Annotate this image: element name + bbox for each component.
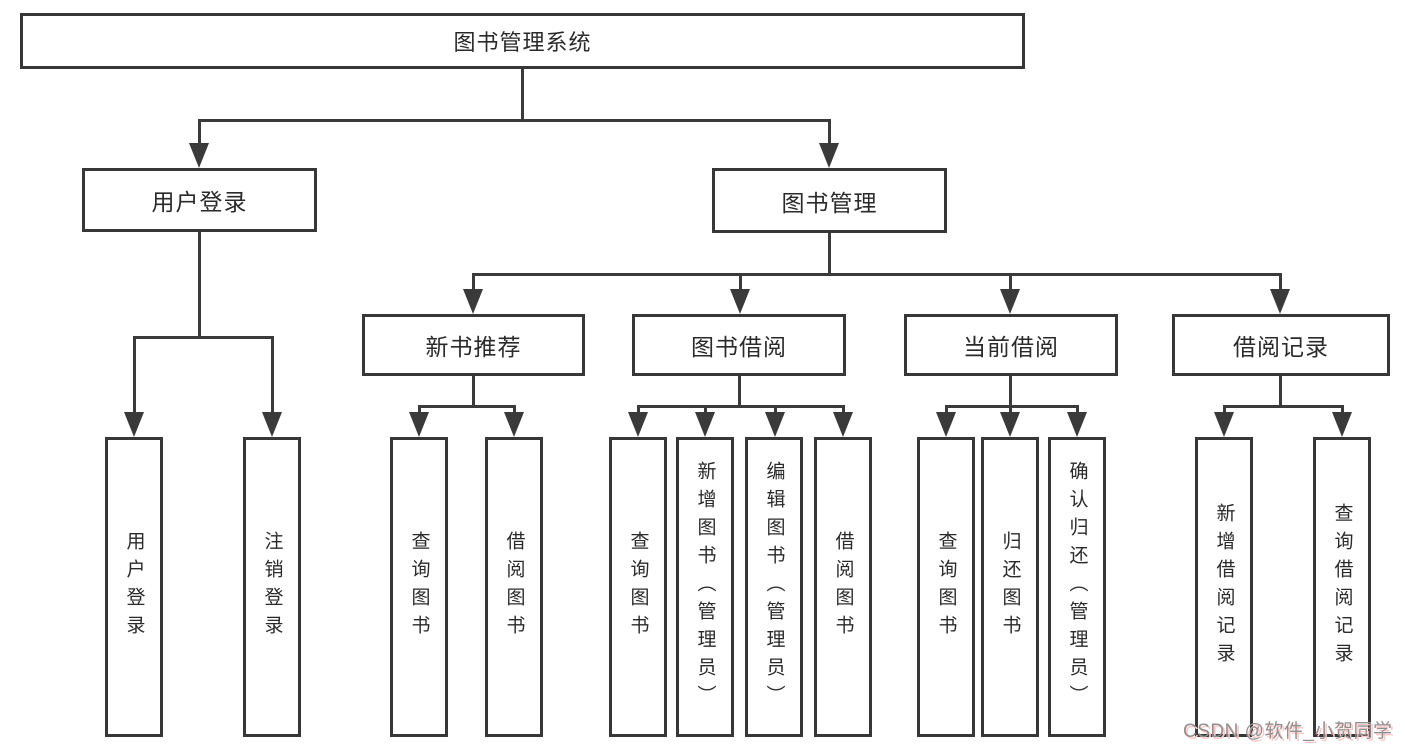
arrowhead-leaf-user-login [124,412,144,437]
connector-book-borrow-stem [738,376,741,408]
connector-leaf-add-book-drop [704,405,707,417]
node-borrowing-records: 借阅记录 [1172,314,1390,376]
leaf-user-login: 用户登录 [105,437,163,737]
connector-new-book-drop [472,273,475,295]
connector-leaf-borrow2-drop [842,405,845,417]
connector-new-book-rail [418,405,516,408]
leaf-logout: 注销登录 [243,437,301,737]
leaf-add-book-admin-label: 新增图书（管理员） [694,461,716,713]
leaf-edit-book-admin-label: 编辑图书（管理员） [763,461,785,713]
leaf-add-book-admin: 新增图书（管理员） [676,437,734,737]
leaf-query-books-recommend: 查询图书 [390,437,448,737]
arrowhead-book-borrow [730,289,750,314]
arrowhead-user-login [189,143,209,168]
connector-leaf-query2-drop [637,405,640,417]
connector-leaf-return-drop [1009,405,1012,417]
arrowhead-borrow-records [1270,289,1290,314]
leaf-borrow-books-recommend-label: 借阅图书 [503,531,525,643]
arrowhead-leaf-confirm-return [1067,412,1087,437]
arrowhead-leaf-borrow2 [833,412,853,437]
leaf-confirm-return-admin-label: 确认归还（管理员） [1066,461,1088,713]
arrowhead-leaf-borrow1 [504,412,524,437]
connector-borrow-records-stem [1279,376,1282,408]
connector-user-login-rail [133,336,274,339]
connector-book-borrow-drop [739,273,742,295]
connector-leaf-borrow1-drop [513,405,516,417]
arrowhead-leaf-logout [262,412,282,437]
arrowhead-current-borrow [1000,289,1020,314]
leaf-query-borrow-record-label: 查询借阅记录 [1331,503,1353,671]
leaf-logout-label: 注销登录 [261,531,283,643]
leaf-query-books-current: 查询图书 [917,437,975,737]
leaf-borrow-books-recommend: 借阅图书 [485,437,543,737]
leaf-query-books-current-label: 查询图书 [935,531,957,643]
leaf-query-borrow-record: 查询借阅记录 [1313,437,1371,737]
connector-leaf-confirm-return-drop [1076,405,1079,417]
leaf-query-books-recommend-label: 查询图书 [408,531,430,643]
connector-book-mgmt-rail [472,273,1282,276]
arrowhead-leaf-edit-book [765,412,785,437]
connector-borrow-records-drop [1279,273,1282,295]
arrowhead-book-mgmt [819,143,839,168]
node-new-book-recommend: 新书推荐 [362,314,585,376]
connector-book-mgmt-drop [828,119,831,151]
connector-current-borrow-stem [1009,376,1012,408]
connector-leaf-query1-drop [418,405,421,417]
leaf-user-login-label: 用户登录 [123,531,145,643]
arrowhead-leaf-query2 [628,412,648,437]
leaf-add-borrow-record: 新增借阅记录 [1195,437,1253,737]
arrowhead-leaf-add-record [1214,412,1234,437]
leaf-return-books-label: 归还图书 [999,531,1021,643]
connector-current-borrow-rail [945,405,1079,408]
leaf-borrow-books-borrowing-label: 借阅图书 [832,531,854,643]
connector-leaf-logout-drop [271,336,274,416]
connector-user-login-stem [198,232,201,339]
leaf-borrow-books-borrowing: 借阅图书 [814,437,872,737]
arrowhead-leaf-query-record [1332,412,1352,437]
arrowhead-leaf-add-book [695,412,715,437]
arrowhead-new-book [463,289,483,314]
connector-user-login-drop [198,119,201,151]
connector-borrow-records-rail [1223,405,1344,408]
node-library-management-system: 图书管理系统 [20,13,1025,69]
connector-new-book-stem [472,376,475,408]
csdn-watermark: CSDN @软件_小贺同学 [1183,721,1393,742]
connector-book-mgmt-stem [828,233,831,276]
leaf-query-books-borrowing-label: 查询图书 [627,531,649,643]
connector-root-rail [198,119,831,122]
leaf-return-books: 归还图书 [981,437,1039,737]
node-current-borrowing: 当前借阅 [904,314,1118,376]
node-book-borrowing: 图书借阅 [632,314,846,376]
connector-leaf-add-record-drop [1223,405,1226,417]
leaf-confirm-return-admin: 确认归还（管理员） [1048,437,1106,737]
connector-book-borrow-rail [637,405,845,408]
arrowhead-leaf-return [1000,412,1020,437]
connector-leaf-user-login-drop [133,336,136,416]
leaf-edit-book-admin: 编辑图书（管理员） [745,437,803,737]
node-book-management: 图书管理 [712,168,947,233]
connector-current-borrow-drop [1009,273,1012,295]
connector-root-stem [521,69,524,121]
arrowhead-leaf-query3 [936,412,956,437]
leaf-add-borrow-record-label: 新增借阅记录 [1213,503,1235,671]
connector-leaf-query3-drop [945,405,948,417]
node-user-login-group: 用户登录 [82,168,317,232]
connector-leaf-query-record-drop [1341,405,1344,417]
connector-leaf-edit-book-drop [774,405,777,417]
leaf-query-books-borrowing: 查询图书 [609,437,667,737]
arrowhead-leaf-query1 [409,412,429,437]
